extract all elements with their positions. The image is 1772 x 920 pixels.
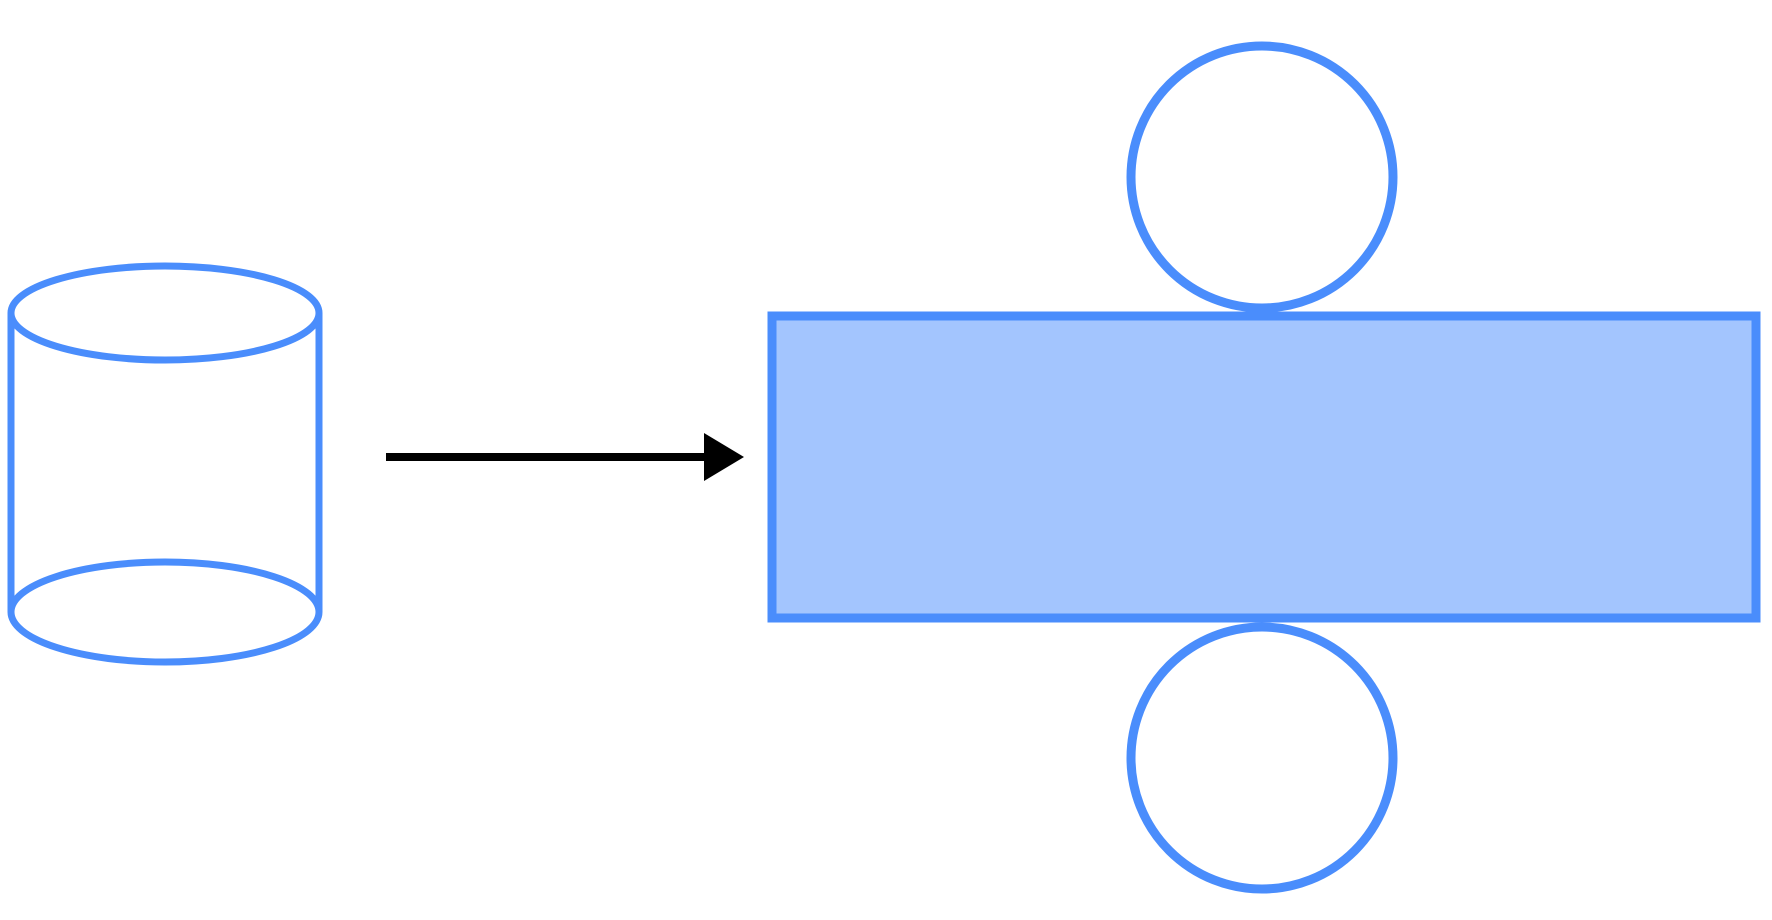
arrow-head (704, 433, 744, 481)
cylinder-top-ellipse (7, 262, 323, 364)
cylinder (7, 262, 323, 666)
net-lateral-rectangle (767, 311, 1761, 623)
net-bottom-circle (1126, 622, 1398, 894)
net-top-circle (1126, 41, 1398, 313)
transform-arrow (386, 433, 744, 481)
cylinder-bottom-ellipse (7, 558, 323, 666)
